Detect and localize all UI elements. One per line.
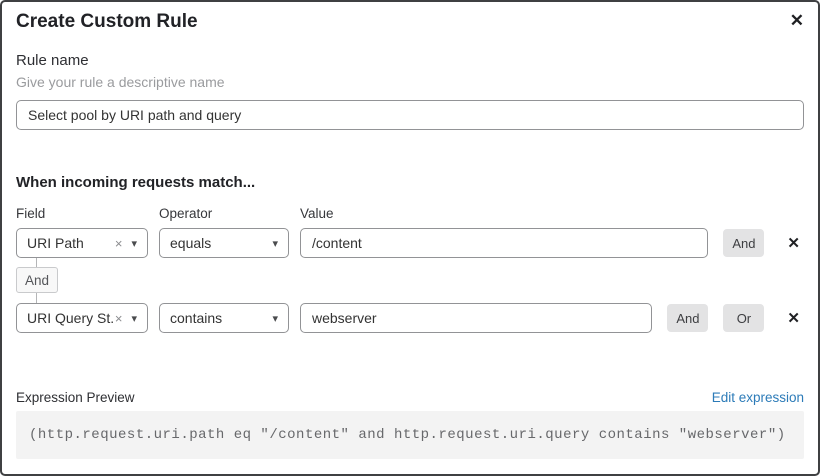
value-input[interactable]: [300, 228, 709, 258]
field-select[interactable]: URI Path × ▾: [16, 228, 148, 258]
clear-icon[interactable]: ×: [114, 310, 123, 326]
delete-row-icon[interactable]: ✕: [783, 234, 804, 253]
dialog-content: Create Custom Rule Rule name Give your r…: [2, 11, 818, 459]
add-and-button[interactable]: And: [667, 304, 709, 332]
chevron-down-icon: ▾: [131, 312, 137, 325]
connector-line-bottom: [36, 293, 37, 303]
expression-preview-code: (http.request.uri.path eq "/content" and…: [16, 411, 804, 459]
rule-name-input[interactable]: [16, 100, 804, 130]
chevron-down-icon: ▾: [272, 237, 278, 250]
field-select[interactable]: URI Query St... × ▾: [16, 303, 148, 333]
delete-row-icon[interactable]: ✕: [783, 309, 804, 328]
chevron-down-icon: ▾: [131, 237, 137, 250]
operator-select-value: equals: [170, 235, 212, 251]
rule-name-helper: Give your rule a descriptive name: [16, 74, 225, 90]
condition-row-1: URI Path × ▾ equals ▾ And ✕: [16, 228, 804, 258]
field-column-label: Field: [16, 206, 46, 221]
condition-row-2: URI Query St... × ▾ contains ▾ And Or ✕: [16, 303, 804, 333]
expression-preview-label: Expression Preview: [16, 390, 135, 405]
connector-line-top: [36, 258, 37, 267]
page-title: Create Custom Rule: [16, 11, 198, 32]
rule-name-label: Rule name: [16, 52, 89, 69]
close-icon[interactable]: ✕: [786, 8, 808, 33]
add-and-button[interactable]: And: [723, 229, 765, 257]
match-section-heading: When incoming requests match...: [16, 174, 256, 191]
value-column-label: Value: [300, 206, 334, 221]
field-select-value: URI Path: [27, 235, 84, 251]
operator-select[interactable]: equals ▾: [159, 228, 289, 258]
column-headers: Field Operator Value: [16, 207, 804, 221]
operator-select[interactable]: contains ▾: [159, 303, 289, 333]
expression-header: Expression Preview Edit expression: [16, 390, 804, 405]
edit-expression-link[interactable]: Edit expression: [711, 390, 804, 405]
add-or-button[interactable]: Or: [723, 304, 765, 332]
and-connector-badge: And: [16, 267, 58, 293]
operator-select-value: contains: [170, 310, 223, 326]
operator-column-label: Operator: [159, 206, 213, 221]
chevron-down-icon: ▾: [272, 312, 278, 325]
clear-icon[interactable]: ×: [114, 235, 123, 251]
field-select-value: URI Query St...: [27, 310, 115, 326]
value-input[interactable]: [300, 303, 653, 333]
